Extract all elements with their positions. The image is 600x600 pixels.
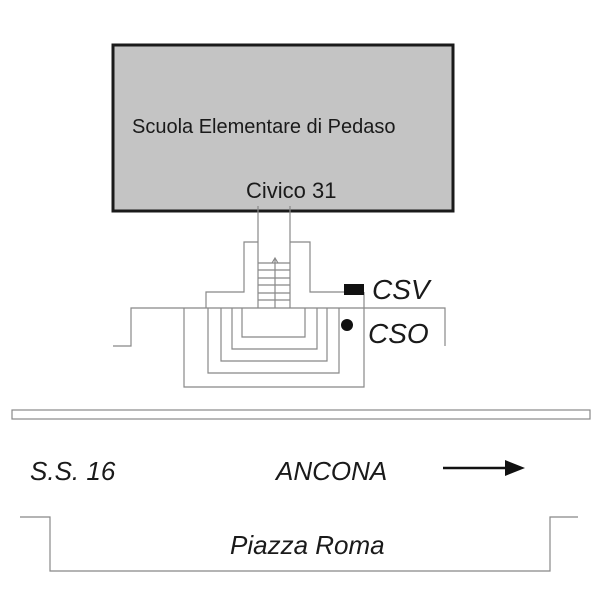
- entrance-outline: [113, 206, 446, 388]
- cso-marker-icon: [341, 319, 353, 331]
- square-outline: [20, 516, 578, 572]
- school-building: [111, 43, 455, 213]
- cso-label: CSO: [368, 318, 429, 349]
- building-name: Scuola Elementare di Pedaso: [132, 116, 396, 138]
- square-name: Piazza Roma: [230, 530, 385, 560]
- arrow-right-icon: [443, 460, 525, 476]
- road-direction: ANCONA: [274, 456, 387, 486]
- road-band: [11, 409, 591, 420]
- road-name: S.S. 16: [30, 456, 116, 486]
- csv-label: CSV: [372, 274, 432, 305]
- building-number: Civico 31: [246, 178, 336, 203]
- csv-marker-icon: [344, 284, 364, 295]
